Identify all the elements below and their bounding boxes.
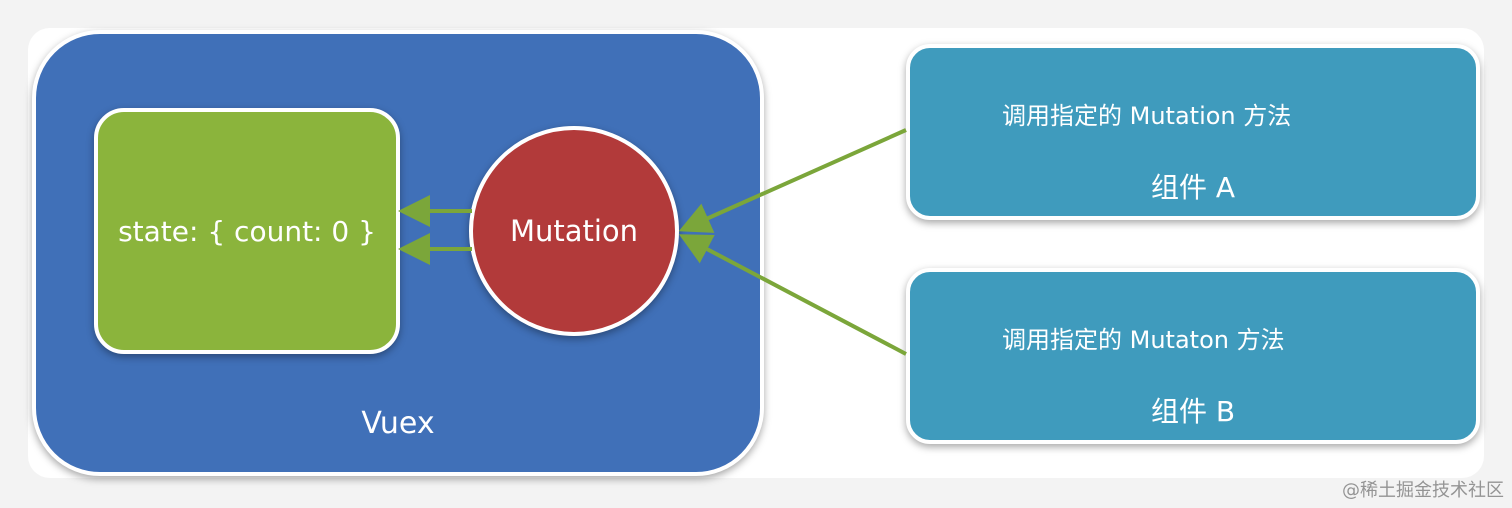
state-text: state: { count: 0 } — [118, 214, 376, 248]
watermark-text: @稀土掘金技术社区 — [1342, 480, 1504, 501]
mutation-circle: Mutation — [469, 126, 679, 336]
component-a-description: 调用指定的 Mutation 方法 — [1002, 102, 1292, 130]
vuex-label: Vuex — [361, 406, 435, 441]
component-b-box: 调用指定的 Mutaton 方法 组件 B — [906, 268, 1480, 444]
mutation-text: Mutation — [509, 214, 639, 248]
arrow-component-a-to-mutation — [678, 128, 907, 233]
state-box: state: { count: 0 } — [94, 108, 400, 354]
component-a-name: 组件 A — [1150, 171, 1236, 204]
component-b-description: 调用指定的 Mutaton 方法 — [1002, 326, 1285, 354]
arrow-component-b-to-mutation — [678, 234, 907, 356]
component-a-box: 调用指定的 Mutation 方法 组件 A — [906, 44, 1480, 220]
component-b-name: 组件 B — [1150, 395, 1236, 428]
